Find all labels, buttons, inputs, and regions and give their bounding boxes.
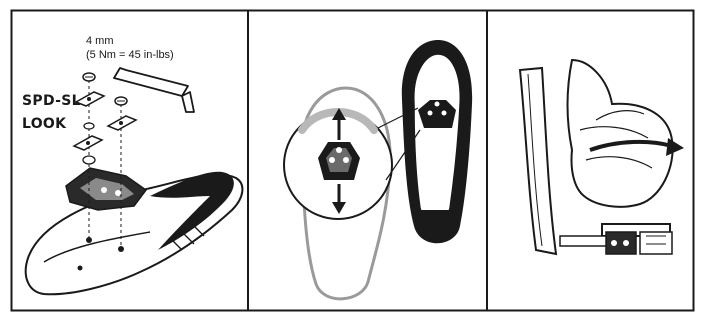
cleat [66,168,146,210]
torque-line-2: (5 Nm = 45 in-lbs) [86,48,174,62]
shoe-side [568,60,673,207]
torque-line-1: 4 mm [86,34,174,48]
hex-key-icon [114,68,194,112]
panel-2-adjustment [284,40,472,299]
panel-3-engagement [520,60,684,254]
crank-arm [520,68,556,254]
standard-label-spd-sl: SPD-SL [22,93,81,109]
pedal [560,224,672,254]
torque-spec: 4 mm (5 Nm = 45 in-lbs) [86,34,174,62]
standard-label-look: LOOK [22,116,66,132]
